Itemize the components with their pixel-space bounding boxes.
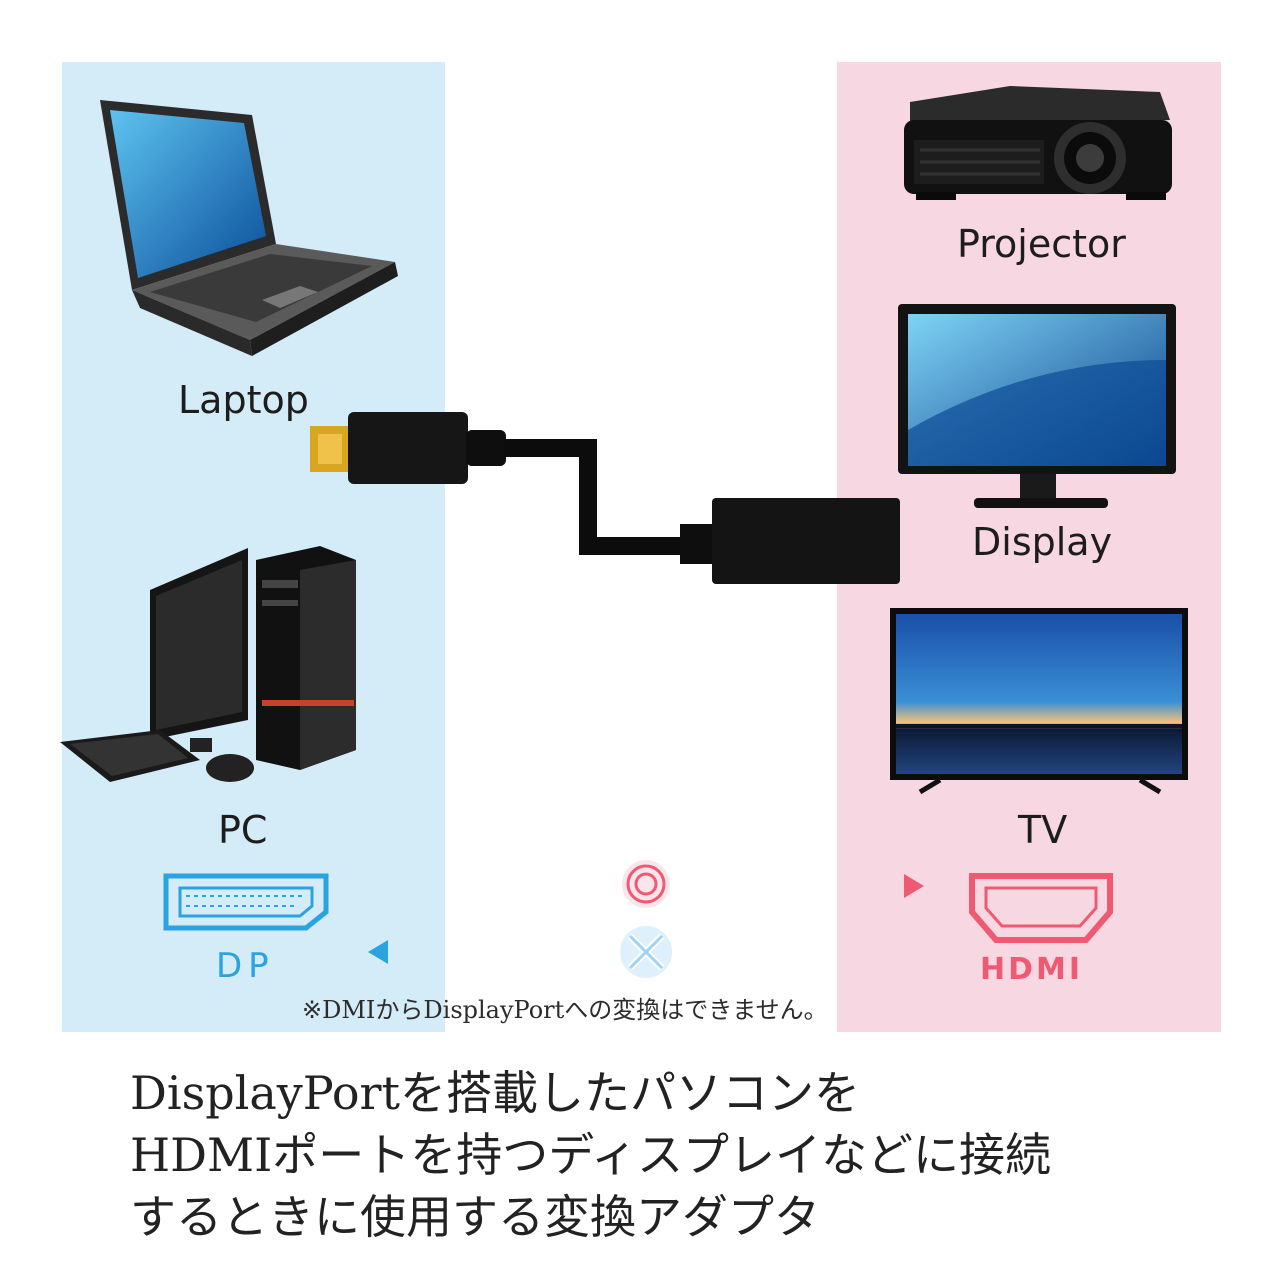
conversion-note: ※DMIからDisplayPortへの変換はできません。 [302, 996, 828, 1024]
label-tv: TV [1018, 808, 1068, 852]
ng-x-icon [620, 926, 672, 978]
adapter-cable [310, 412, 900, 584]
caption: DisplayPortを搭載したパソコンを HDMIポートを持つディスプレイなど… [130, 1062, 1051, 1248]
display-icon [898, 304, 1176, 508]
dp-port-icon [163, 873, 329, 931]
label-display: Display [972, 520, 1113, 564]
tv-icon [890, 608, 1188, 795]
dp-port-label: DP [216, 946, 275, 986]
ok-icon [622, 860, 670, 908]
output-panel [837, 62, 1221, 1032]
hdmi-port-label: HDMI [980, 952, 1084, 987]
pc-icon [60, 546, 356, 782]
label-projector: Projector [957, 222, 1126, 266]
label-pc: PC [218, 808, 268, 852]
label-laptop: Laptop [178, 378, 309, 422]
hdmi-port-icon [969, 873, 1113, 943]
projector-icon [904, 86, 1172, 200]
caption-line: HDMIポートを持つディスプレイなどに接続 [130, 1128, 1052, 1182]
laptop-icon [100, 100, 398, 356]
caption-line: DisplayPortを搭載したパソコンを [130, 1066, 861, 1120]
caption-line: するときに使用する変換アダプタ [130, 1190, 820, 1244]
